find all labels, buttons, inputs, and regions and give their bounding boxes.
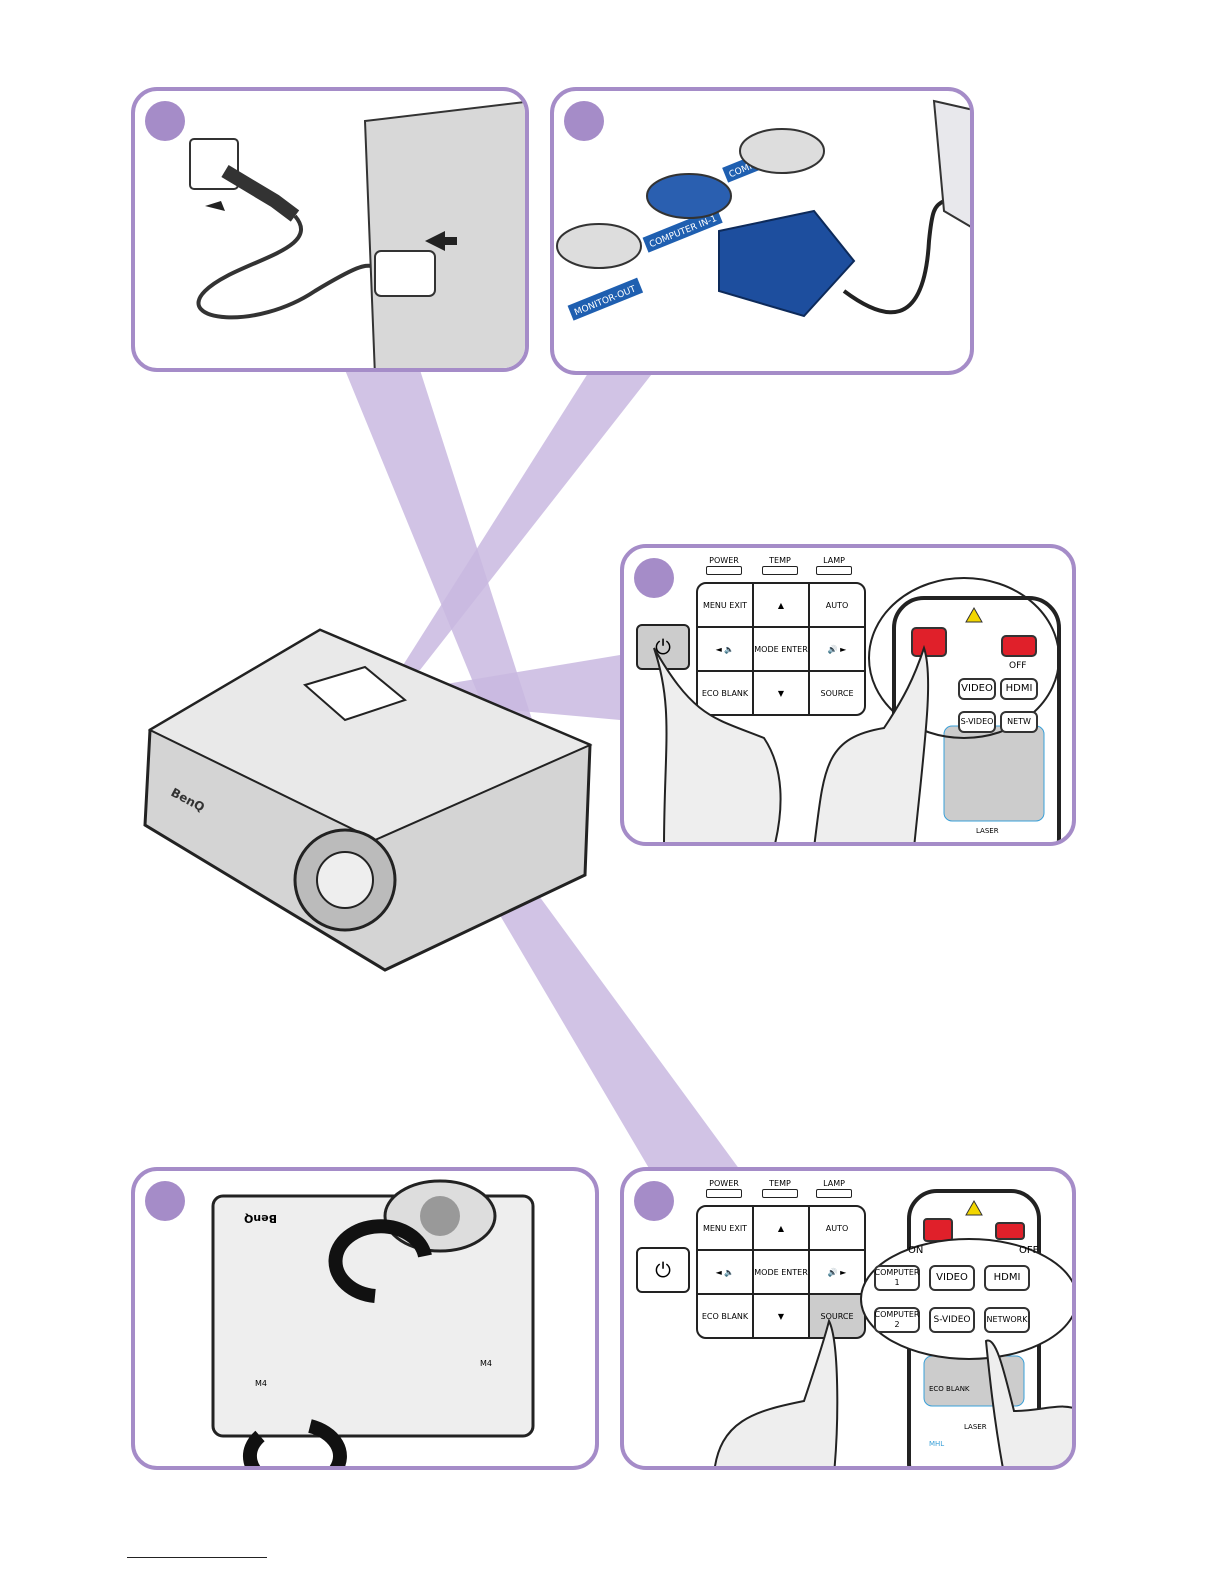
brand-logo: BenQ [244, 1212, 277, 1225]
step-5-source-panel: POWER TEMP LAMP MENU EXIT ▲ AUTO ◄ 🔈 MOD… [620, 1167, 1076, 1470]
remote-computer1-button[interactable]: COMPUTER 1 [874, 1265, 920, 1291]
power-icon: ⏻ [655, 1258, 671, 1282]
step-2-vga-panel: MONITOR-OUT COMPUTER IN-1 COMPUTER IN-2 [550, 87, 974, 375]
mode-enter-key[interactable]: MODE ENTER [754, 628, 808, 670]
step-marker [145, 101, 185, 141]
step-1-power-cord-panel [131, 87, 529, 372]
temp-indicator: TEMP [760, 1179, 800, 1198]
projector-illustration: BenQ [143, 628, 593, 972]
step-marker [145, 1181, 185, 1221]
step-marker [634, 558, 674, 598]
m4-label: M4 [480, 1359, 492, 1368]
mhl-label: MHL [929, 1440, 944, 1448]
mode-enter-key[interactable]: MODE ENTER [754, 1251, 808, 1293]
temp-indicator: TEMP [760, 556, 800, 575]
vga-connection-illustration: MONITOR-OUT COMPUTER IN-1 COMPUTER IN-2 [556, 99, 970, 321]
eco-blank-key[interactable]: ECO BLANK [698, 672, 752, 714]
down-key[interactable]: ▼ [754, 672, 808, 714]
eco-blank-button: ECO BLANK [929, 1385, 970, 1393]
right-key[interactable]: 🔊 ► [810, 1251, 864, 1293]
power-indicator: POWER [704, 556, 744, 575]
up-key[interactable]: ▲ [754, 584, 808, 626]
footer-rule [127, 1557, 267, 1558]
projector-bottom-illustration: BenQ M4 M4 [211, 1179, 535, 1466]
remote-svideo-button[interactable]: S-VIDEO [929, 1307, 975, 1333]
eco-blank-key[interactable]: ECO BLANK [698, 1295, 752, 1337]
laser-button: LASER [964, 1423, 987, 1431]
power-icon: ⏻ [655, 635, 671, 659]
left-key[interactable]: ◄ 🔈 [698, 1251, 752, 1293]
left-key[interactable]: ◄ 🔈 [698, 628, 752, 670]
off-label: OFF [1019, 1245, 1039, 1256]
step-marker [634, 1181, 674, 1221]
control-keypad: MENU EXIT ▲ AUTO ◄ 🔈 MODE ENTER 🔊 ► ECO … [696, 582, 866, 716]
menu-exit-key[interactable]: MENU EXIT [698, 584, 752, 626]
step-3-power-on-panel: POWER TEMP LAMP MENU EXIT ▲ AUTO ◄ 🔈 MOD… [620, 544, 1076, 846]
remote-network-button[interactable]: NETW [1000, 711, 1038, 733]
auto-key[interactable]: AUTO [810, 1207, 864, 1249]
remote-video-button[interactable]: VIDEO [929, 1265, 975, 1291]
down-key[interactable]: ▼ [754, 1295, 808, 1337]
laser-button: LASER [976, 827, 999, 835]
on-label: ON [908, 1245, 923, 1256]
step-marker [564, 101, 604, 141]
remote-network-button[interactable]: NETWORK [984, 1307, 1030, 1333]
source-key[interactable]: SOURCE [810, 672, 864, 714]
lamp-indicator: LAMP [814, 1179, 854, 1198]
remote-hdmi-button[interactable]: HDMI [1000, 678, 1038, 700]
auto-key[interactable]: AUTO [810, 584, 864, 626]
up-key[interactable]: ▲ [754, 1207, 808, 1249]
remote-computer2-button[interactable]: COMPUTER 2 [874, 1307, 920, 1333]
m4-label: M4 [255, 1379, 267, 1388]
step-4-adjust-feet-panel: BenQ M4 M4 [131, 1167, 599, 1470]
remote-hdmi-button[interactable]: HDMI [984, 1265, 1030, 1291]
power-indicator: POWER [704, 1179, 744, 1198]
remote-svideo-button[interactable]: S-VIDEO [958, 711, 996, 733]
power-cord-illustration [189, 100, 525, 368]
remote-video-button[interactable]: VIDEO [958, 678, 996, 700]
source-key[interactable]: SOURCE [810, 1295, 864, 1337]
control-keypad: MENU EXIT ▲ AUTO ◄ 🔈 MODE ENTER 🔊 ► ECO … [696, 1205, 866, 1339]
lamp-indicator: LAMP [814, 556, 854, 575]
power-button[interactable]: ⏻ [636, 1247, 690, 1293]
off-label: OFF [1009, 661, 1026, 671]
menu-exit-key[interactable]: MENU EXIT [698, 1207, 752, 1249]
right-key[interactable]: 🔊 ► [810, 628, 864, 670]
